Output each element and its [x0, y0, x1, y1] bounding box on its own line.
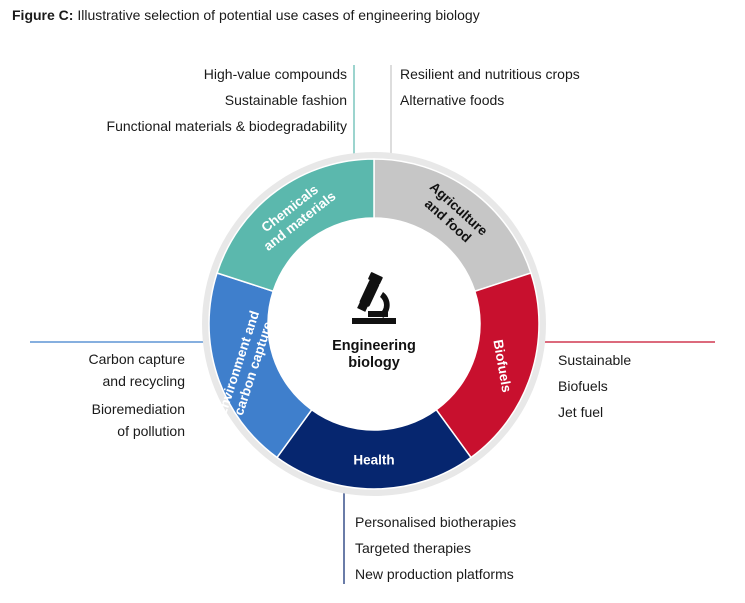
use-case-item: Resilient and nutritious crops — [400, 66, 580, 82]
use-case-item: Sustainable — [558, 352, 632, 368]
use-case-item: Alternative foods — [400, 92, 505, 108]
use-cases-health: Personalised biotherapies Targeted thera… — [355, 509, 516, 587]
use-case-item: and recycling — [102, 373, 186, 389]
segment-chemicals — [216, 158, 375, 293]
use-cases-chemicals: High-value compounds Sustainable fashion… — [107, 61, 347, 139]
use-cases-environment: Carbon capture and recycling Bioremediat… — [88, 348, 185, 442]
use-case-item: Sustainable fashion — [224, 92, 347, 108]
use-case-item: High-value compounds — [203, 66, 347, 82]
use-case-item: Jet fuel — [558, 404, 604, 420]
use-case-item: of pollution — [117, 423, 185, 439]
microscope-icon — [352, 272, 396, 324]
center-label-line2: biology — [348, 355, 400, 371]
use-case-item: Bioremediation — [91, 401, 185, 417]
figure-label: Figure C: — [12, 7, 74, 23]
use-case-item: Functional materials & biodegradability — [106, 118, 347, 134]
use-case-item: Biofuels — [558, 378, 608, 394]
figure-caption: Illustrative selection of potential use … — [77, 7, 480, 23]
use-case-item: New production platforms — [355, 566, 514, 582]
figure-title: Figure C: Illustrative selection of pote… — [12, 7, 480, 23]
use-cases-agriculture: Resilient and nutritious crops Alternati… — [400, 61, 580, 113]
use-case-item: Carbon capture — [88, 351, 185, 367]
center-label-line1: Engineering — [332, 338, 416, 354]
use-case-item: Personalised biotherapies — [355, 514, 517, 530]
use-case-item: Targeted therapies — [355, 540, 471, 556]
use-cases-biofuels: Sustainable Biofuels Jet fuel — [558, 347, 631, 425]
segment-label-health: Health — [353, 453, 394, 468]
